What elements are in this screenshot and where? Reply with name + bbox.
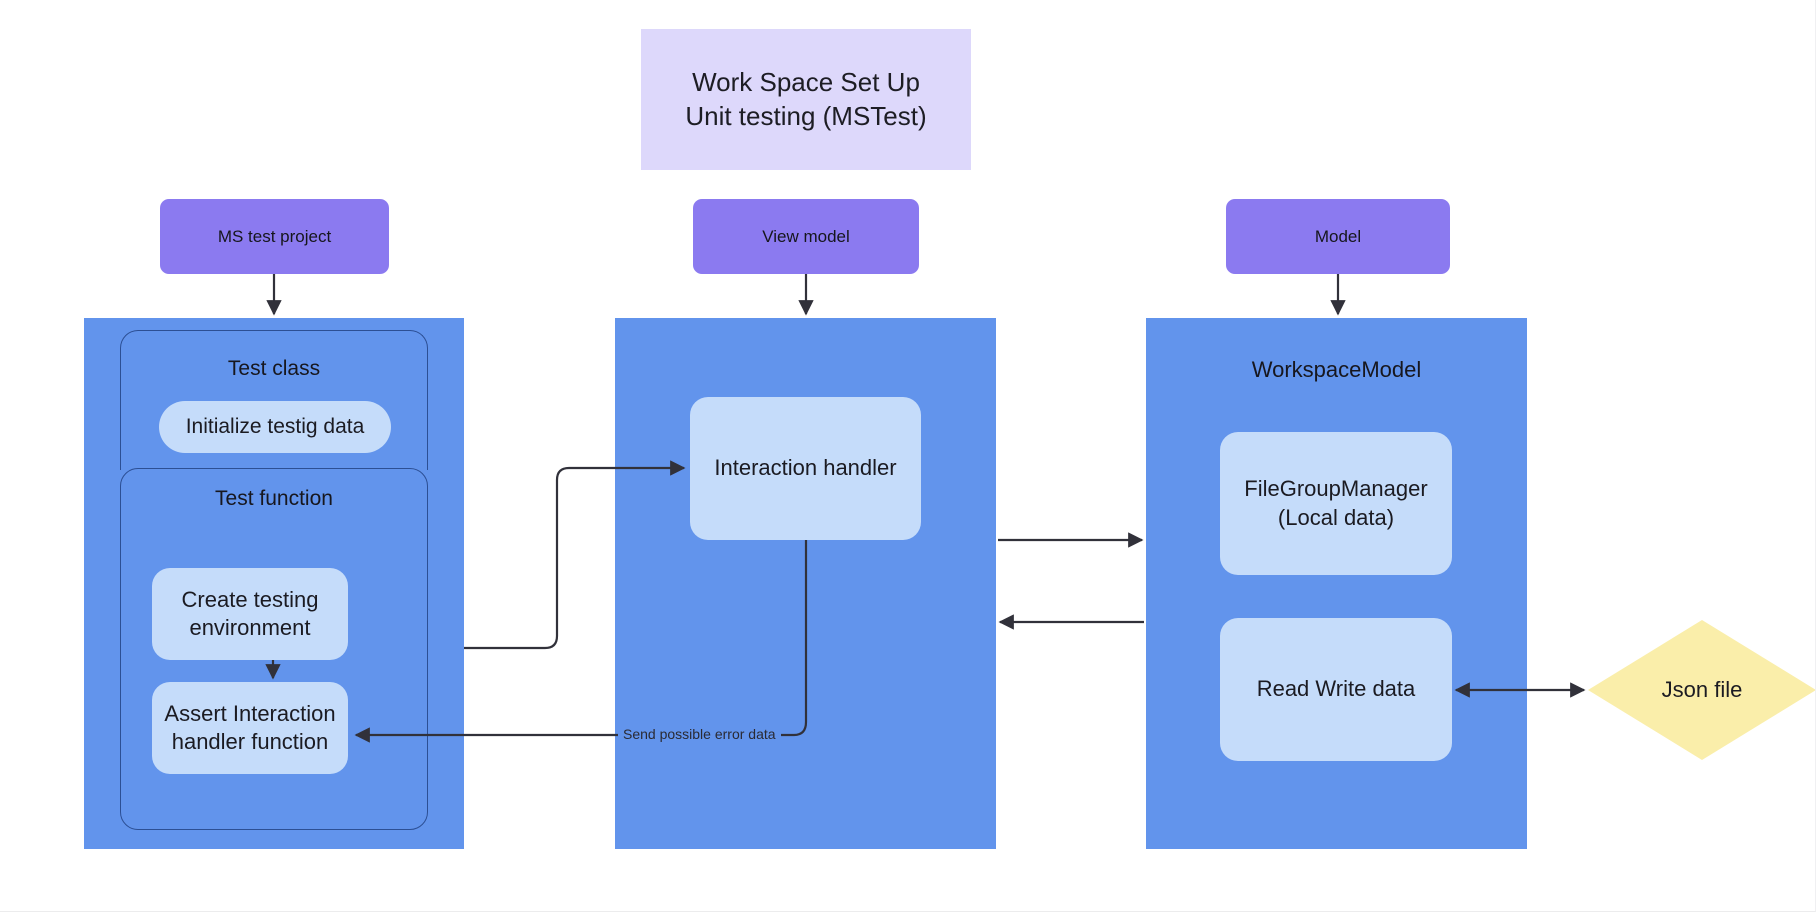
group-test-class (120, 330, 428, 470)
card-create-testing-environment[interactable]: Create testing environment (152, 568, 348, 660)
diamond-shape-icon (1588, 620, 1815, 760)
panel-model (1146, 318, 1527, 849)
header-pill-view-model[interactable]: View model (693, 199, 919, 274)
title-line-2: Unit testing (MSTest) (685, 100, 927, 131)
card-read-write-data[interactable]: Read Write data (1220, 618, 1452, 761)
title-banner: Work Space Set Up Unit testing (MSTest) (641, 29, 971, 170)
node-label-json-file: Json file (1661, 677, 1743, 702)
header-pill-ms-test-project[interactable]: MS test project (160, 199, 389, 274)
title-line-1: Work Space Set Up (692, 67, 920, 98)
card-interaction-handler[interactable]: Interaction handler (690, 397, 921, 540)
card-assert-interaction-handler-function[interactable]: Assert Interaction handler function (152, 682, 348, 774)
card-file-group-manager[interactable]: FileGroupManager (Local data) (1220, 432, 1452, 575)
group-label-test-function: Test function (215, 487, 333, 510)
header-pill-model[interactable]: Model (1226, 199, 1450, 274)
panel-heading-workspacemodel: WorkspaceModel (1251, 357, 1422, 382)
node-json-file[interactable]: Json file (1588, 620, 1815, 760)
card-initialize-testing-data[interactable]: Initialize testig data (159, 401, 391, 453)
edge-label-send-possible-error-data: Send possible error data (618, 726, 781, 742)
group-label-test-class: Test class (227, 357, 321, 380)
